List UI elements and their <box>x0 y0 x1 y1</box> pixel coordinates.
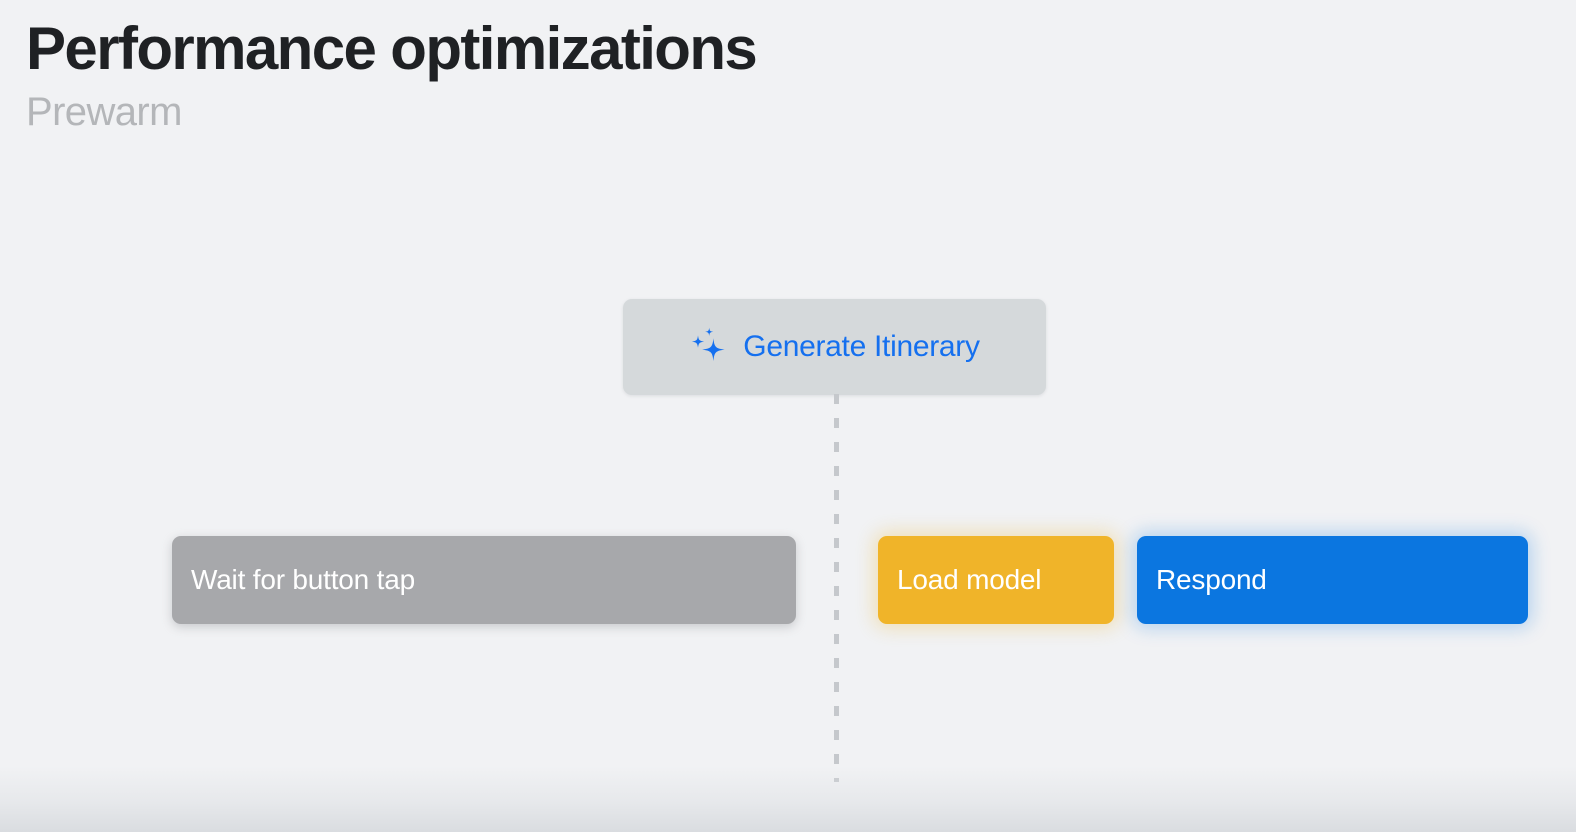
page-subtitle: Prewarm <box>26 90 182 134</box>
timeline-phase-label: Load model <box>897 564 1042 595</box>
timeline-phase-respond[interactable]: Respond <box>1137 536 1528 624</box>
timeline-phase-label: Respond <box>1156 564 1267 595</box>
timeline-phase-label: Wait for button tap <box>191 564 415 595</box>
slide-heading: Performance optimizations Prewarm <box>26 14 1426 136</box>
sparkles-icon <box>692 327 725 361</box>
dashed-vertical-divider-icon <box>834 394 839 782</box>
generate-itinerary-label: Generate Itinerary <box>743 330 980 363</box>
timeline-phase-load-model[interactable]: Load model <box>878 536 1114 624</box>
generate-itinerary-button[interactable]: Generate Itinerary <box>623 299 1046 395</box>
bottom-edge-gradient <box>0 766 1576 832</box>
timeline-phase-wait-for-button-tap[interactable]: Wait for button tap <box>172 536 796 624</box>
page-title: Performance optimizations <box>26 15 758 82</box>
